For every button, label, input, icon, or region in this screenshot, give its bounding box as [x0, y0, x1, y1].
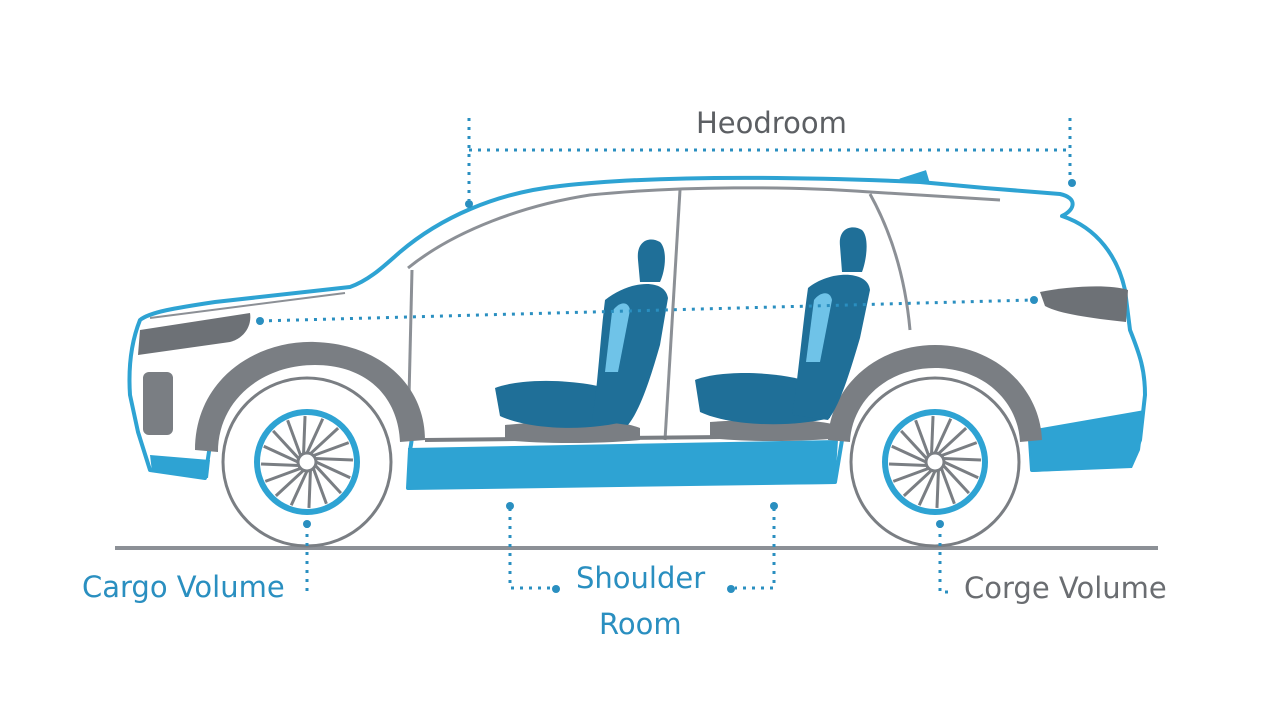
rear-wheel — [849, 376, 1021, 548]
shoulder-room-label-line1: Shoulder — [576, 561, 706, 595]
wheel-spoke — [891, 444, 927, 464]
wheel-spoke — [314, 464, 342, 495]
shoulder-right-end-marker — [727, 585, 735, 593]
side-sill — [408, 440, 838, 488]
c-pillar — [868, 193, 912, 331]
shoulder-right-top-marker — [770, 502, 778, 510]
shoulder-left-top-marker — [506, 502, 514, 510]
wheel-spoke — [272, 429, 300, 460]
wheel-spoke — [305, 418, 325, 454]
wheel-spoke — [302, 415, 307, 454]
wheel-spoke — [892, 466, 930, 483]
wheel-spoke — [264, 466, 302, 483]
cargo-volume-label-left: Cargo Volume — [82, 570, 285, 604]
wheel-spoke — [933, 418, 953, 454]
front-wheel-arch — [195, 341, 425, 452]
wheel-spoke — [937, 427, 968, 455]
wheel-spoke — [309, 427, 340, 455]
wheel-spoke — [917, 470, 937, 506]
rear-lower-trim — [1030, 410, 1145, 472]
roof-rail — [899, 170, 930, 183]
wheel-spoke — [286, 419, 303, 457]
wheel-spoke — [263, 444, 299, 464]
front-grille — [143, 372, 173, 435]
wheel-spoke — [312, 441, 350, 458]
wheel-spoke — [914, 419, 931, 457]
window-frame — [407, 186, 1001, 270]
front-seat — [495, 239, 668, 443]
wheel-spoke — [307, 470, 312, 509]
wheel-spoke — [289, 470, 309, 506]
headlight — [138, 313, 251, 355]
cargo-left-marker — [303, 520, 311, 528]
front-lower-trim — [150, 455, 210, 478]
wheel-spoke — [902, 469, 933, 497]
wheel-spoke — [942, 464, 970, 495]
taillight — [1040, 286, 1128, 322]
wheel-spoke — [315, 460, 351, 480]
wheel-spoke — [943, 457, 982, 462]
headroom-label: Heodroom — [696, 106, 847, 140]
wheel-spoke — [940, 441, 978, 458]
cargo-right-marker — [936, 520, 944, 528]
wheel-spoke — [260, 462, 299, 467]
wheel-spoke — [943, 460, 979, 480]
body-line — [149, 292, 346, 319]
wheel-spoke — [888, 462, 927, 467]
rear-seat — [695, 227, 870, 441]
wheel-spoke — [900, 429, 928, 460]
wheel-spoke — [935, 470, 940, 509]
front-wheel — [221, 376, 393, 548]
rear-wheel-arch — [828, 345, 1042, 442]
shoulder-left-end-marker — [552, 585, 560, 593]
cargo-volume-label-right: Corge Volume — [964, 571, 1167, 605]
cargo-right-leader — [938, 525, 952, 594]
b-pillar — [663, 189, 682, 441]
headroom-marker-left — [465, 200, 473, 208]
wheel-spoke — [930, 415, 935, 454]
wheel-spoke — [939, 467, 956, 505]
cabin-length-marker-left — [256, 317, 264, 325]
wheel-spoke — [311, 467, 328, 505]
headroom-dimension-line — [467, 118, 1072, 200]
shoulder-room-label-line2: Room — [599, 607, 682, 641]
shoulder-left-leader — [508, 508, 552, 590]
wheel-spoke — [274, 469, 305, 497]
headroom-marker-right — [1068, 179, 1076, 187]
cabin-length-line — [259, 298, 1033, 323]
wheel-spoke — [315, 457, 354, 462]
cabin-length-marker-right — [1030, 296, 1038, 304]
